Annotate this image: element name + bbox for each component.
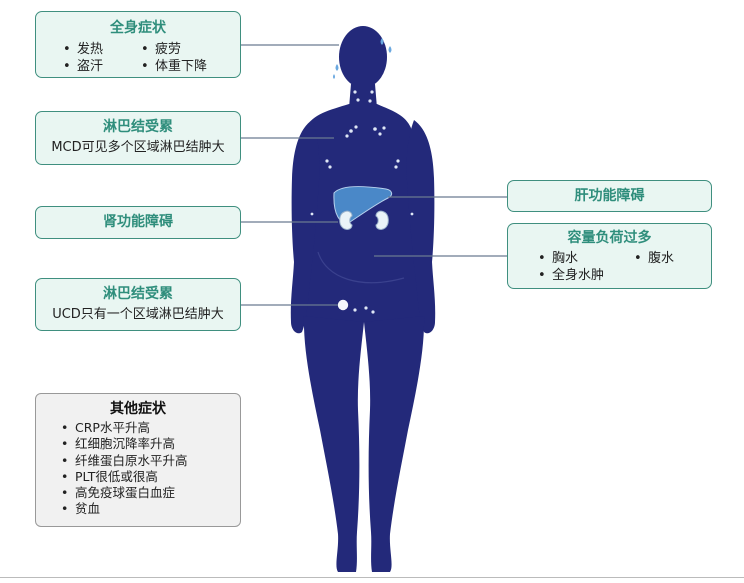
liver-dysfunction-title: 肝功能障碍 xyxy=(574,188,645,204)
lymph-mcd-box: 淋巴结受累 MCD可见多个区域淋巴结肿大 xyxy=(35,111,241,165)
systemic-item: 体重下降 xyxy=(141,58,241,75)
connector-lines xyxy=(241,44,507,306)
other-symptom-item: 贫血 xyxy=(61,501,240,518)
volume-item: 全身水肿 xyxy=(538,267,634,284)
volume-overload-box: 容量负荷过多 胸水 腹水 全身水肿 xyxy=(507,223,712,289)
volume-overload-title: 容量负荷过多 xyxy=(567,230,652,246)
lymph-mcd-title: 淋巴结受累 xyxy=(103,119,173,135)
systemic-symptoms-title: 全身症状 xyxy=(110,20,166,36)
other-symptom-item: 纤维蛋白原水平升高 xyxy=(61,453,240,470)
systemic-item: 发热 xyxy=(63,41,141,58)
kidney-icon xyxy=(339,210,389,230)
lymph-node-icon xyxy=(310,90,414,314)
lymph-ucd-box: 淋巴结受累 UCD只有一个区域淋巴结肿大 xyxy=(35,278,241,331)
other-symptoms-box: 其他症状 CRP水平升高 红细胞沉降率升高 纤维蛋白原水平升高 PLT很低或很高… xyxy=(35,393,241,527)
renal-dysfunction-title: 肾功能障碍 xyxy=(103,214,173,230)
other-symptom-item: CRP水平升高 xyxy=(61,420,240,437)
renal-dysfunction-box: 肾功能障碍 xyxy=(35,206,241,239)
bottom-divider xyxy=(0,577,744,578)
systemic-symptoms-box: 全身症状 发热 疲劳 盗汗 体重下降 xyxy=(35,11,241,78)
other-symptoms-list: CRP水平升高 红细胞沉降率升高 纤维蛋白原水平升高 PLT很低或很高 高免疫球… xyxy=(36,420,240,518)
other-symptom-item: 高免疫球蛋白血症 xyxy=(61,485,240,502)
lymph-ucd-desc: UCD只有一个区域淋巴结肿大 xyxy=(52,307,224,322)
lymph-mcd-desc: MCD可见多个区域淋巴结肿大 xyxy=(51,140,225,155)
other-symptom-item: 红细胞沉降率升高 xyxy=(61,436,240,453)
liver-dysfunction-box: 肝功能障碍 xyxy=(507,180,712,212)
volume-item: 腹水 xyxy=(634,250,714,267)
systemic-item: 盗汗 xyxy=(63,58,141,75)
volume-item: 胸水 xyxy=(538,250,634,267)
lymph-ucd-title: 淋巴结受累 xyxy=(103,286,173,302)
systemic-item: 疲劳 xyxy=(141,41,241,58)
other-symptoms-title: 其他症状 xyxy=(110,401,166,417)
human-body-icon xyxy=(290,26,436,572)
other-symptom-item: PLT很低或很高 xyxy=(61,469,240,486)
sweat-drop-icon xyxy=(333,38,392,79)
